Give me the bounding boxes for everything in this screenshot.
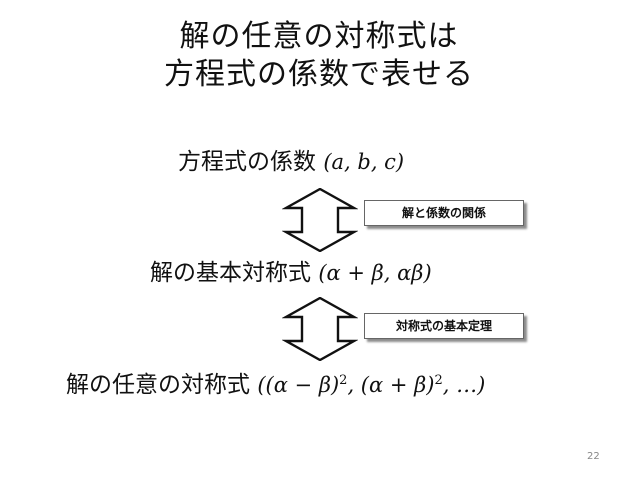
math-term-c: , …) bbox=[442, 373, 486, 397]
double-arrow-upper-icon bbox=[282, 188, 358, 252]
row-arbitrary-symmetric-math: ((α − β)2, (α + β)2, …) bbox=[257, 373, 485, 397]
row-coefficients-label: 方程式の係数 bbox=[178, 149, 316, 175]
row-elementary-symmetric: 解の基本対称式 (α + β, αβ) bbox=[150, 258, 432, 288]
title-line-1: 解の任意の対称式は bbox=[179, 19, 459, 54]
math-exponent-b: 2 bbox=[434, 373, 443, 388]
row-coefficients-math: (a, b, c) bbox=[323, 150, 405, 174]
row-arbitrary-symmetric-label: 解の任意の対称式 bbox=[66, 372, 250, 398]
title-line-2: 方程式の係数で表せる bbox=[164, 57, 474, 92]
math-term-a: ((α − β) bbox=[257, 373, 340, 397]
row-elementary-symmetric-label: 解の基本対称式 bbox=[150, 260, 311, 286]
badge-fundamental-theorem: 対称式の基本定理 bbox=[364, 313, 524, 339]
row-arbitrary-symmetric: 解の任意の対称式 ((α − β)2, (α + β)2, …) bbox=[66, 370, 485, 400]
math-term-b: , (α + β) bbox=[347, 373, 435, 397]
row-coefficients: 方程式の係数 (a, b, c) bbox=[178, 147, 404, 177]
slide-title: 解の任意の対称式は 方程式の係数で表せる bbox=[0, 18, 638, 94]
page-number: 22 bbox=[587, 451, 600, 462]
double-arrow-lower-icon bbox=[282, 297, 358, 361]
row-elementary-symmetric-math: (α + β, αβ) bbox=[318, 261, 432, 285]
badge-root-coefficient-relation: 解と係数の関係 bbox=[364, 200, 524, 226]
math-exponent-a: 2 bbox=[339, 373, 348, 388]
